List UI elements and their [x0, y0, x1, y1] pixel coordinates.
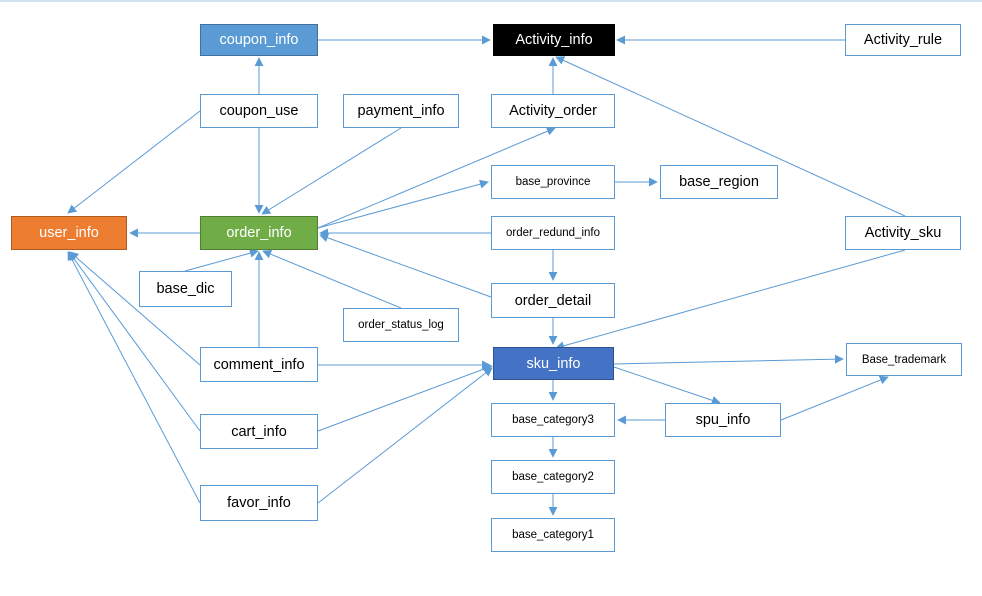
- edge-activity-sku-to-activity-info: [555, 56, 906, 217]
- node-base-dic[interactable]: base_dic: [139, 271, 232, 307]
- node-activity-rule[interactable]: Activity_rule: [845, 24, 961, 56]
- node-order-info[interactable]: order_info: [200, 216, 318, 250]
- edge-coupon-use-to-user-info: [67, 110, 201, 214]
- node-coupon-info[interactable]: coupon_info: [200, 24, 318, 56]
- edge-spu-info-to-base-trademark: [780, 375, 889, 421]
- node-base-category1[interactable]: base_category1: [491, 518, 615, 552]
- node-spu-info[interactable]: spu_info: [665, 403, 781, 437]
- node-favor-info[interactable]: favor_info: [200, 485, 318, 521]
- edge-order-status-log-to-order-info: [262, 249, 402, 309]
- node-order-redund-info[interactable]: order_redund_info: [491, 216, 615, 250]
- node-comment-info[interactable]: comment_info: [200, 347, 318, 382]
- edge-activity-sku-to-sku-info: [555, 249, 906, 351]
- node-order-detail[interactable]: order_detail: [491, 283, 615, 318]
- edge-order-detail-to-order-info: [319, 233, 492, 298]
- node-base-region[interactable]: base_region: [660, 165, 778, 199]
- edge-payment-info-to-order-info: [261, 127, 402, 215]
- node-user-info[interactable]: user_info: [11, 216, 127, 250]
- node-base-category3[interactable]: base_category3: [491, 403, 615, 437]
- edge-order-info-to-base-province: [317, 179, 489, 229]
- edge-base-dic-to-order-info: [184, 248, 259, 272]
- edge-cart-info-to-sku-info: [317, 364, 493, 432]
- node-order-status-log[interactable]: order_status_log: [343, 308, 459, 342]
- edge-cart-info-to-user-info: [68, 251, 201, 432]
- node-base-province[interactable]: base_province: [491, 165, 615, 199]
- node-base-trademark[interactable]: Base_trademark: [846, 343, 962, 376]
- edge-comment-info-to-user-info: [69, 251, 201, 366]
- top-divider: [0, 0, 982, 2]
- node-base-category2[interactable]: base_category2: [491, 460, 615, 494]
- node-activity-order[interactable]: Activity_order: [491, 94, 615, 128]
- edge-order-info-to-activity-order: [317, 127, 556, 229]
- node-sku-info[interactable]: sku_info: [493, 347, 614, 380]
- node-coupon-use[interactable]: coupon_use: [200, 94, 318, 128]
- node-payment-info[interactable]: payment_info: [343, 94, 459, 128]
- node-cart-info[interactable]: cart_info: [200, 414, 318, 449]
- edge-favor-info-to-sku-info: [317, 367, 493, 504]
- edge-sku-info-to-base-trademark: [613, 354, 844, 365]
- edge-favor-info-to-user-info: [67, 251, 201, 504]
- node-activity-sku[interactable]: Activity_sku: [845, 216, 961, 250]
- node-activity-info[interactable]: Activity_info: [493, 24, 615, 56]
- edge-sku-info-to-spu-info: [613, 366, 721, 405]
